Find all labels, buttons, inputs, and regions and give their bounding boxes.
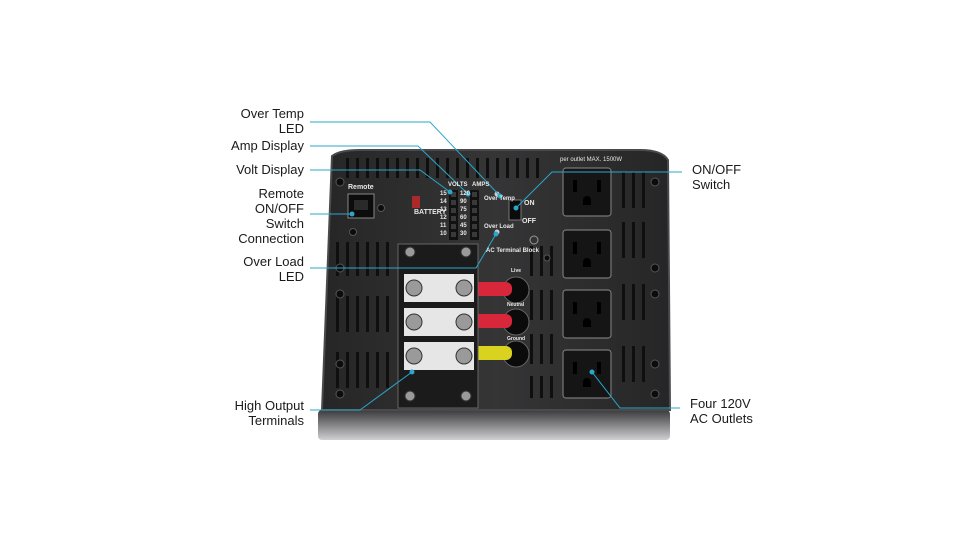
callout-lines — [310, 121, 682, 411]
callout-volt-display: Volt Display — [212, 162, 304, 177]
callout-line: Four 120V — [690, 396, 751, 411]
over-load-label: Over Load — [484, 224, 514, 230]
callout-line: LED — [278, 269, 304, 284]
volt-scale: 15 14 13 12 11 10 — [440, 190, 450, 238]
callout-amp-display: Amp Display — [212, 138, 304, 153]
battery-icon — [412, 196, 420, 208]
ac-outlet[interactable] — [562, 167, 612, 217]
terminal-label-ground: Ground — [507, 336, 526, 342]
vent-slots-right — [622, 172, 645, 382]
callout-line: High Output — [234, 398, 304, 413]
callout-line: ON/OFF — [692, 162, 742, 177]
volt-scale-value: 11 — [440, 223, 447, 229]
volt-display — [449, 190, 458, 240]
battery-label: BATTERY — [414, 209, 447, 216]
volts-label: VOLTS — [448, 182, 468, 188]
callout-line: Terminals — [248, 413, 304, 428]
amp-display — [470, 190, 479, 240]
amp-scale-value: 90 — [460, 199, 467, 205]
volt-scale-value: 12 — [440, 215, 447, 221]
remote-label: Remote — [348, 184, 374, 191]
remote-jack-socket — [354, 200, 368, 210]
vent-slots-top — [346, 158, 539, 178]
ac-outlets — [562, 167, 612, 399]
callout-over-load-led: Over Load LED — [212, 254, 304, 284]
callout-remote-switch: Remote ON/OFF Switch Connection — [212, 186, 304, 246]
amp-scale: 120 90 75 60 45 30 — [460, 190, 472, 238]
callout-line: Amp Display — [231, 138, 304, 153]
panel-screws — [335, 177, 660, 399]
callout-line: LED — [278, 121, 304, 136]
over-temp-label: Over Temp — [484, 196, 515, 202]
terminal-label-neutral: Neutral — [507, 302, 525, 308]
amp-display-leds — [472, 192, 477, 237]
outlet-max-label: per outlet MAX. 1500W — [560, 157, 623, 163]
ac-outlet[interactable] — [562, 289, 612, 339]
volt-scale-value: 10 — [440, 231, 447, 237]
terminal-label-live: Live — [511, 268, 522, 274]
on-label: ON — [524, 200, 535, 207]
amp-scale-value: 45 — [460, 223, 467, 229]
callout-line: Switch — [265, 216, 304, 231]
callout-line: Over Load — [243, 254, 304, 269]
callout-line: Volt Display — [236, 162, 304, 177]
callout-line: Connection — [238, 231, 304, 246]
amp-scale-value: 60 — [460, 215, 467, 221]
vent-slots-middle — [530, 246, 553, 398]
amps-label: AMPS — [472, 182, 490, 188]
volt-display-leds — [451, 192, 456, 237]
callout-on-off-switch: ON/OFF Switch — [692, 162, 782, 192]
callout-ac-outlets: Four 120V AC Outlets — [690, 396, 780, 426]
wires — [472, 282, 512, 360]
ac-outlet[interactable] — [562, 229, 612, 279]
volt-scale-value: 14 — [440, 199, 447, 205]
inverter-panel — [320, 149, 672, 411]
ac-terminal-label: AC Terminal Block — [486, 248, 539, 254]
callout-high-output-terminals: High Output Terminals — [208, 398, 304, 428]
amp-scale-value: 30 — [460, 231, 467, 237]
amp-scale-value: 120 — [460, 191, 471, 197]
vent-slots-left — [336, 242, 389, 388]
callout-line: Switch — [692, 177, 731, 192]
inverter-base — [318, 410, 670, 440]
callout-line: ON/OFF — [254, 201, 304, 216]
callout-over-temp-led: Over Temp LED — [212, 106, 304, 136]
off-label: OFF — [522, 218, 536, 225]
ac-outlet[interactable] — [562, 349, 612, 399]
volt-scale-value: 13 — [440, 207, 447, 213]
callout-line: Remote — [258, 186, 304, 201]
callout-line: AC Outlets — [690, 411, 753, 426]
volt-scale-value: 15 — [440, 191, 447, 197]
callout-line: Over Temp — [240, 106, 304, 121]
amp-scale-value: 75 — [460, 207, 467, 213]
ground-screw — [529, 235, 539, 245]
terminal-block — [397, 243, 479, 409]
